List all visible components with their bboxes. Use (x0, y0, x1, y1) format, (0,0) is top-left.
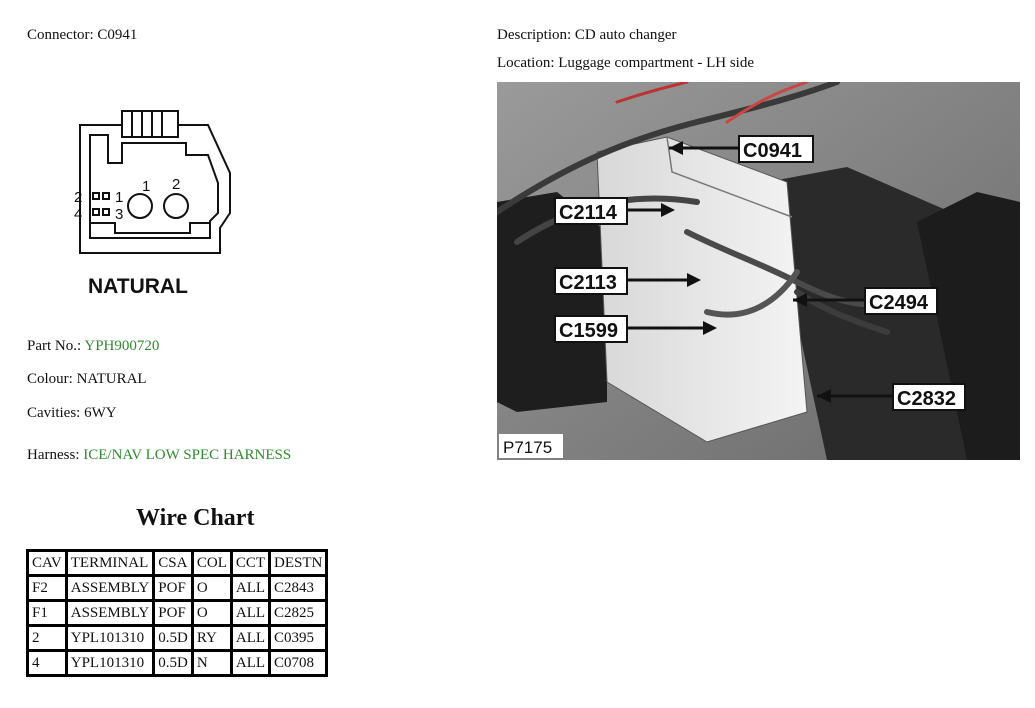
cell-csa: 0.5D (152, 624, 194, 652)
table-row: 4 YPL101310 0.5D N ALL C0708 (26, 649, 329, 677)
cell-csa: POF (152, 574, 194, 602)
harness-value[interactable]: ICE/NAV LOW SPEC HARNESS (83, 447, 292, 463)
table-row: F2 ASSEMBLY POF O ALL C2843 (26, 574, 329, 602)
location-photo: C0941 C2114 C2113 C1599 C2494 (497, 82, 1020, 460)
description-label: Description: (497, 27, 572, 43)
cell-col: N (190, 649, 233, 677)
wire-chart-table: CAV TERMINAL CSA COL CCT DESTN F2 ASSEMB… (26, 549, 329, 677)
cell-terminal: ASSEMBLY (64, 599, 156, 627)
cell-col: RY (190, 624, 233, 652)
col-col: COL (190, 549, 233, 577)
col-cav: CAV (26, 549, 68, 577)
callout-c2114: C2114 (554, 197, 675, 225)
table-row: F1 ASSEMBLY POF O ALL C2825 (26, 599, 329, 627)
cell-cav: 4 (26, 649, 68, 677)
table-header-row: CAV TERMINAL CSA COL CCT DESTN (26, 549, 329, 577)
location-line: Location: Luggage compartment - LH side (497, 55, 754, 72)
cavities-label: Cavities: (27, 405, 81, 421)
pin-label-2-fibre: 2 (172, 176, 180, 193)
colour-value: NATURAL (76, 371, 147, 387)
cell-csa: POF (152, 599, 194, 627)
photo-ref: P7175 (503, 438, 552, 457)
harness-line: Harness: ICE/NAV LOW SPEC HARNESS (27, 447, 291, 464)
cell-terminal: ASSEMBLY (64, 574, 156, 602)
pin-label-3: 3 (115, 206, 123, 223)
cell-cct: ALL (229, 599, 272, 627)
cell-cct: ALL (229, 574, 272, 602)
cell-destn: C0395 (268, 624, 329, 652)
wire-chart-title: Wire Chart (136, 505, 255, 531)
cell-cav: 2 (26, 624, 68, 652)
callout-c1599: C1599 (554, 315, 717, 343)
description-line: Description: CD auto changer (497, 27, 677, 44)
connector-value: C0941 (97, 27, 138, 43)
cell-destn: C0708 (268, 649, 329, 677)
cell-col: O (190, 574, 233, 602)
pin-label-1-small: 1 (115, 189, 123, 206)
col-cct: CCT (229, 549, 272, 577)
cavities-value: 6WY (84, 405, 117, 421)
part-label: Part No.: (27, 338, 82, 354)
location-label: Location: (497, 55, 555, 71)
callout-c2114-label: C2114 (559, 202, 618, 224)
callout-c0941-label: C0941 (743, 140, 802, 162)
callout-c2113: C2113 (554, 267, 701, 295)
connector-face-diagram: 2 4 1 3 1 2 NATURAL (74, 110, 231, 298)
cell-terminal: YPL101310 (64, 649, 156, 677)
pin-label-2: 2 (74, 189, 82, 206)
connector-line: Connector: C0941 (27, 27, 137, 44)
pin-label-4: 4 (74, 206, 82, 223)
cell-destn: C2825 (268, 599, 329, 627)
diagram-colour-text: NATURAL (88, 275, 188, 298)
description-value: CD auto changer (574, 27, 677, 43)
callout-c1599-label: C1599 (559, 320, 618, 342)
cell-cav: F1 (26, 599, 68, 627)
table-row: 2 YPL101310 0.5D RY ALL C0395 (26, 624, 329, 652)
cavities-line: Cavities: 6WY (27, 405, 117, 422)
callout-c2832: C2832 (817, 383, 966, 411)
part-number-line: Part No.: YPH900720 (27, 338, 159, 355)
callout-c2494-label: C2494 (869, 292, 929, 314)
cell-cav: F2 (26, 574, 68, 602)
cell-terminal: YPL101310 (64, 624, 156, 652)
col-csa: CSA (152, 549, 194, 577)
harness-label: Harness: (27, 447, 80, 463)
callout-c2113-label: C2113 (559, 272, 617, 294)
col-terminal: TERMINAL (64, 549, 156, 577)
pin-label-1-fibre: 1 (142, 178, 150, 195)
cell-csa: 0.5D (152, 649, 194, 677)
col-destn: DESTN (268, 549, 329, 577)
colour-line: Colour: NATURAL (27, 371, 147, 388)
callout-c0941: C0941 (669, 135, 814, 163)
callout-c2494: C2494 (793, 287, 938, 315)
callout-c2832-label: C2832 (897, 388, 956, 410)
connector-label: Connector: (27, 27, 94, 43)
cell-destn: C2843 (268, 574, 329, 602)
colour-label: Colour: (27, 371, 73, 387)
part-value[interactable]: YPH900720 (84, 338, 160, 354)
cell-cct: ALL (229, 649, 272, 677)
cell-col: O (190, 599, 233, 627)
cell-cct: ALL (229, 624, 272, 652)
location-value: Luggage compartment - LH side (558, 55, 755, 71)
